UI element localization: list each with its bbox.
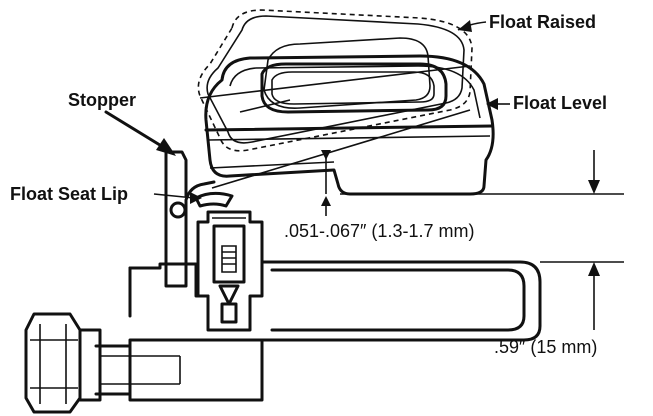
gap-measurement-label: .051-.067″ (1.3-1.7 mm) [284, 221, 475, 241]
pivot-pin [169, 201, 187, 219]
inlet-fitting [24, 312, 102, 414]
float-seat-lip-label: Float Seat Lip [10, 184, 129, 204]
height-measurement-label: .59″ (15 mm) [494, 337, 598, 357]
needle-valve-assembly [196, 210, 264, 332]
label-leaders [104, 20, 510, 204]
float-level-label: Float Level [513, 93, 608, 113]
float-level-body [204, 54, 495, 196]
float-raised-outline [197, 9, 473, 152]
dimension-lines [321, 150, 624, 330]
float-raised-label: Float Raised [489, 12, 597, 32]
stopper [164, 150, 216, 288]
stopper-label: Stopper [68, 90, 137, 110]
carburetor-body [94, 260, 542, 402]
float-seat-lip [194, 191, 234, 208]
